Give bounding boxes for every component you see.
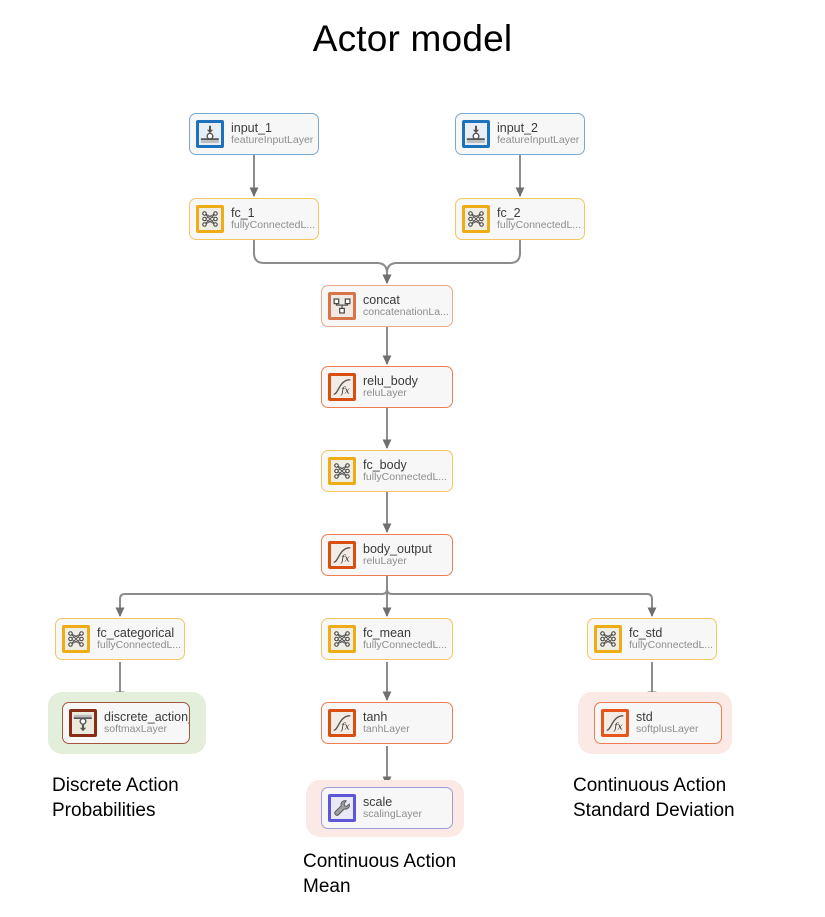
mean-caption: Continuous Action Mean bbox=[303, 851, 457, 898]
node-discrete_action_p[interactable]: discrete_action_p softmaxLayer bbox=[62, 702, 190, 744]
node-label-type: scalingLayer bbox=[363, 808, 422, 821]
node-input_2[interactable]: input_2 featureInputLayer bbox=[455, 113, 585, 155]
node-body_output[interactable]: fx body_output reluLayer bbox=[321, 534, 453, 576]
fully-connected-icon bbox=[62, 625, 90, 653]
node-label-name: input_1 bbox=[231, 121, 273, 136]
node-label-name: fc_1 bbox=[231, 206, 255, 221]
fully-connected-icon bbox=[594, 625, 622, 653]
node-label-name: scale bbox=[363, 795, 393, 810]
node-concat[interactable]: concat concatenationLa... bbox=[321, 285, 453, 327]
feature-input-icon bbox=[196, 120, 224, 148]
node-label-name: std bbox=[636, 710, 653, 725]
discrete-caption: Discrete Action Probabilities bbox=[52, 775, 179, 822]
feature-input-icon bbox=[462, 120, 490, 148]
node-label-type: featureInputLayer bbox=[497, 134, 580, 147]
svg-text:fx: fx bbox=[613, 721, 623, 732]
node-fc_2[interactable]: fc_2 fullyConnectedL... bbox=[455, 198, 585, 240]
node-label-name: discrete_action_p bbox=[104, 710, 189, 725]
fully-connected-icon bbox=[462, 205, 490, 233]
node-tanh[interactable]: fx tanh tanhLayer bbox=[321, 702, 453, 744]
scaling-icon bbox=[328, 794, 356, 822]
edge-body_output-fc_std bbox=[386, 576, 657, 618]
node-label-name: fc_std bbox=[629, 626, 663, 641]
node-input_1[interactable]: input_1 featureInputLayer bbox=[189, 113, 319, 155]
edge-fc_2-concat bbox=[382, 240, 521, 285]
svg-text:fx: fx bbox=[340, 553, 350, 564]
node-label-name: fc_categorical bbox=[97, 626, 175, 641]
edge-fc_1-concat bbox=[253, 240, 392, 285]
node-label-name: concat bbox=[363, 293, 400, 308]
node-label-type: fullyConnectedL... bbox=[97, 639, 182, 652]
std-caption: Continuous Action Standard Deviation bbox=[573, 775, 735, 822]
node-label-name: fc_body bbox=[363, 458, 407, 473]
softmax-icon bbox=[69, 709, 97, 737]
node-scale[interactable]: scale scalingLayer bbox=[321, 787, 453, 829]
node-std[interactable]: fx std softplusLayer bbox=[594, 702, 722, 744]
fx-icon: fx bbox=[328, 373, 356, 401]
fx-icon: fx bbox=[601, 709, 629, 737]
node-fc_1[interactable]: fc_1 fullyConnectedL... bbox=[189, 198, 319, 240]
fx-icon: fx bbox=[328, 541, 356, 569]
node-relu_body[interactable]: fx relu_body reluLayer bbox=[321, 366, 453, 408]
edge-body_output-fc_categorical bbox=[115, 576, 388, 618]
fully-connected-icon bbox=[196, 205, 224, 233]
node-label-type: fullyConnectedL... bbox=[363, 639, 448, 652]
node-label-name: fc_mean bbox=[363, 626, 411, 641]
node-label-type: fullyConnectedL... bbox=[497, 219, 582, 232]
node-label-name: input_2 bbox=[497, 121, 539, 136]
node-label-type: fullyConnectedL... bbox=[231, 219, 316, 232]
node-label-type: concatenationLa... bbox=[363, 306, 449, 319]
node-label-type: fullyConnectedL... bbox=[363, 471, 448, 484]
node-label-type: reluLayer bbox=[363, 555, 407, 568]
node-label-type: softplusLayer bbox=[636, 723, 699, 736]
node-label-type: reluLayer bbox=[363, 387, 407, 400]
node-fc_categorical[interactable]: fc_categorical fullyConnectedL... bbox=[55, 618, 185, 660]
fx-icon: fx bbox=[328, 709, 356, 737]
node-label-type: featureInputLayer bbox=[231, 134, 314, 147]
page-title: Actor model bbox=[312, 18, 513, 59]
node-label-name: tanh bbox=[363, 710, 388, 725]
node-label-type: softmaxLayer bbox=[104, 723, 168, 736]
node-label-name: relu_body bbox=[363, 374, 418, 389]
node-fc_std[interactable]: fc_std fullyConnectedL... bbox=[587, 618, 717, 660]
svg-text:fx: fx bbox=[340, 721, 350, 732]
fully-connected-icon bbox=[328, 457, 356, 485]
node-fc_mean[interactable]: fc_mean fullyConnectedL... bbox=[321, 618, 453, 660]
fully-connected-icon bbox=[328, 625, 356, 653]
node-fc_body[interactable]: fc_body fullyConnectedL... bbox=[321, 450, 453, 492]
node-label-type: tanhLayer bbox=[363, 723, 410, 736]
node-label-name: body_output bbox=[363, 542, 432, 557]
svg-text:fx: fx bbox=[340, 385, 350, 396]
node-label-name: fc_2 bbox=[497, 206, 521, 221]
concatenation-icon bbox=[328, 292, 356, 320]
node-label-type: fullyConnectedL... bbox=[629, 639, 714, 652]
